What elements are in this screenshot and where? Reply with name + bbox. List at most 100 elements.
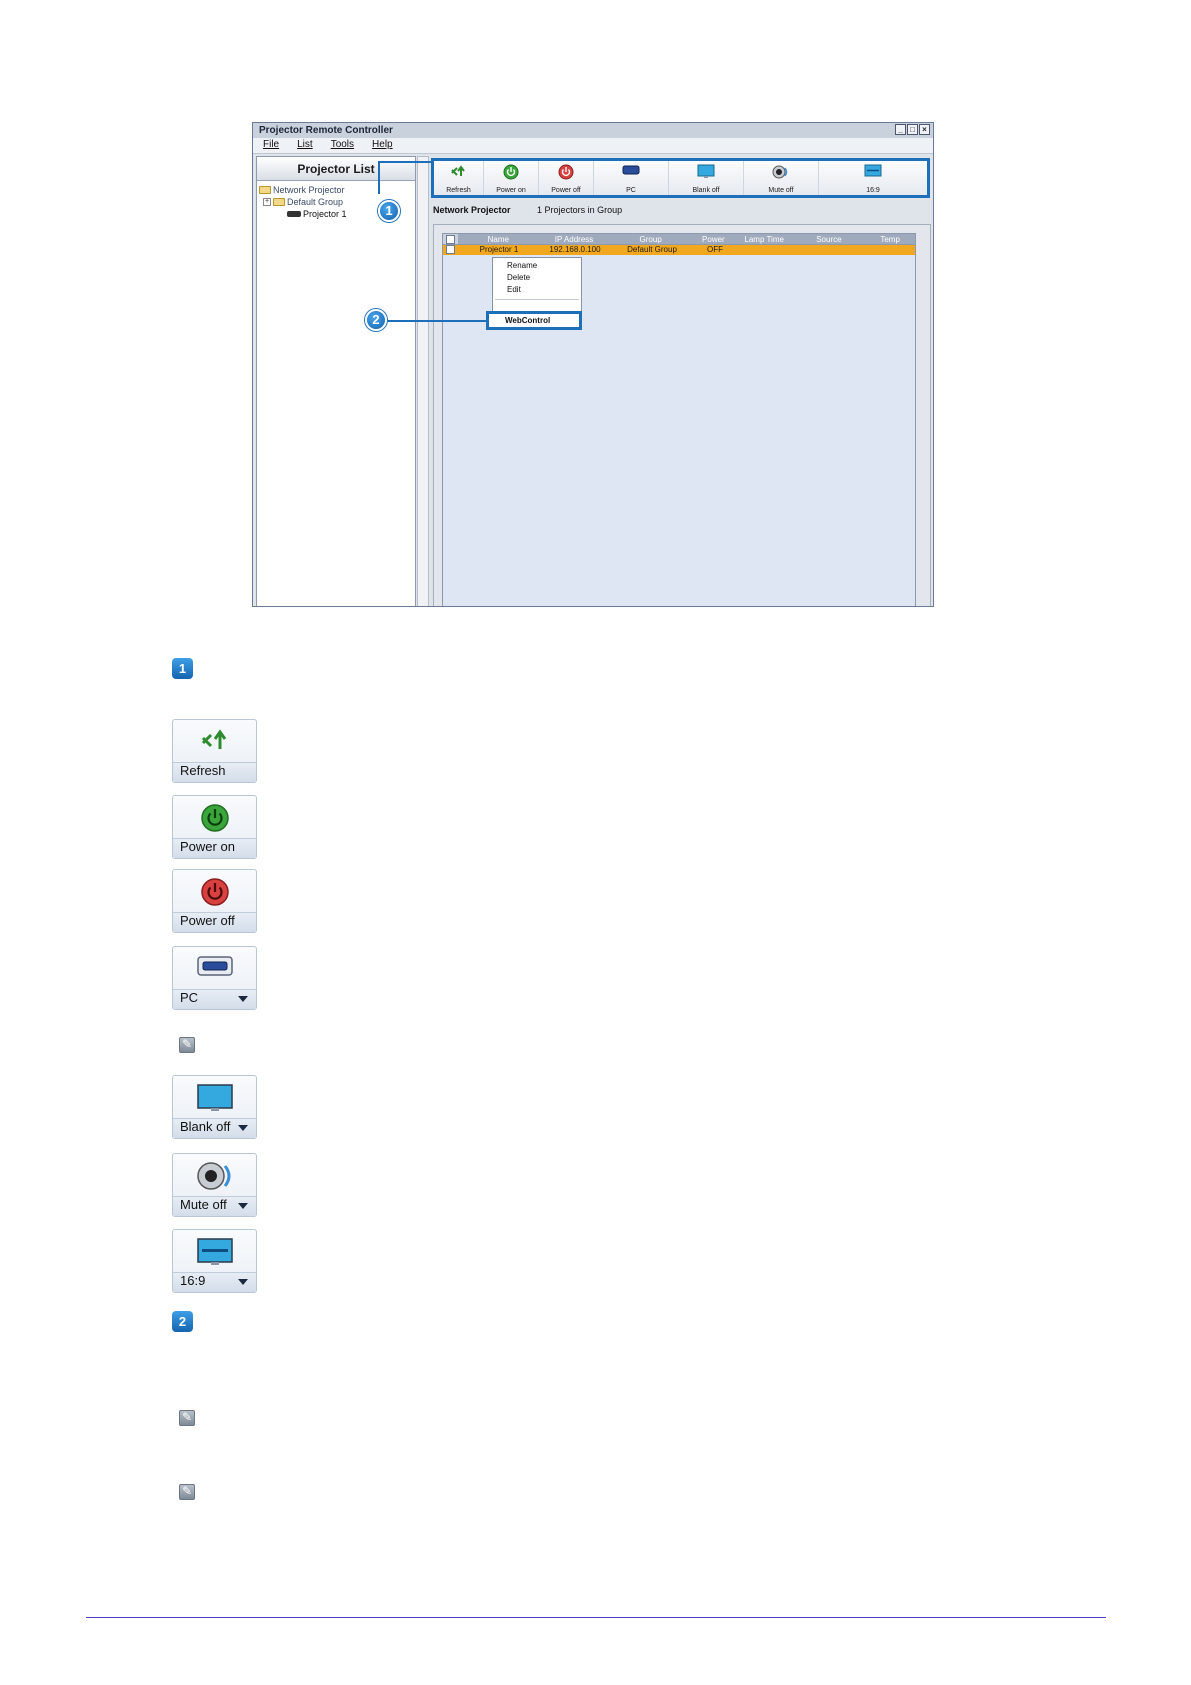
table-row[interactable]: Projector 1 192.168.0.100 Default Group … [443,245,915,255]
legend-mute-label: Mute off [173,1196,256,1216]
speaker-icon [196,1162,230,1190]
power-on-icon [200,804,229,832]
callout-leader [378,161,380,194]
legend-power-on-button: Power on [172,795,257,859]
legend-source-label: PC [173,989,256,1009]
title-bar: Projector Remote Controller _ □ × [253,123,933,138]
menu-item-delete[interactable]: Delete [507,273,531,282]
row-power: OFF [707,245,723,254]
tree-node-default-group[interactable]: + Default Group [259,196,413,208]
menu-file[interactable]: File [263,139,280,150]
blank-label: Blank off [692,187,720,194]
column-header[interactable]: Lamp Time [735,234,794,244]
refresh-button[interactable]: Refresh [434,161,484,195]
projector-tree: Network Projector + Default Group Projec… [257,181,415,223]
table-header: Name IP Address Group Power Lamp Time So… [443,234,916,245]
refresh-label: Refresh [446,187,471,194]
status-count: 1 Projectors in Group [537,205,623,215]
close-button[interactable]: × [919,124,930,135]
note-icon [179,1037,195,1053]
power-off-icon [200,878,229,906]
column-header[interactable]: Name [459,234,539,244]
screen-icon [196,1084,233,1111]
callout-leader [378,161,433,163]
menu-tools[interactable]: Tools [330,139,355,150]
row-group: Default Group [627,245,677,254]
context-menu: Rename Delete Edit [492,257,582,315]
window-controls: _ □ × [895,124,930,135]
sidebar-scrollbar[interactable] [417,156,429,606]
aspect-label: 16:9 [866,187,880,194]
chevron-down-icon [238,1279,248,1285]
blank-button[interactable]: Blank off [669,161,744,195]
row-name: Projector 1 [479,245,519,254]
status-line: Network Projector 1 Projectors in Group [433,205,622,215]
aspect-ratio-icon [864,164,882,177]
select-all-checkbox[interactable] [443,234,459,244]
legend-blank-label: Blank off [173,1118,256,1138]
menu-bar: File List Tools Help [253,138,933,154]
tree-label: Default Group [287,197,344,207]
window-title: Projector Remote Controller [259,125,393,136]
tree-node-network-projector[interactable]: Network Projector [259,184,413,196]
folder-icon [273,198,285,206]
mute-label: Mute off [768,187,794,194]
menu-help[interactable]: Help [372,139,393,150]
legend-mute-button: Mute off [172,1153,257,1217]
section-one-badge: 1 [172,658,193,679]
tree-label: Network Projector [273,185,345,195]
power-on-button[interactable]: Power on [484,161,539,195]
maximize-button[interactable]: □ [907,124,918,135]
legend-source-pc-button: PC [172,946,257,1010]
aspect-ratio-button[interactable]: 16:9 [819,161,927,195]
projector-list-panel: Projector List Network Projector + Defau… [256,156,416,606]
legend-refresh-label: Refresh [173,762,256,782]
menu-item-edit[interactable]: Edit [507,285,521,294]
legend-aspect-ratio-button: 16:9 [172,1229,257,1293]
callout-two: 2 [365,309,387,331]
toolbar: Refresh Power on Power off PC [431,158,930,198]
chevron-down-icon [238,1125,248,1131]
row-ip: 192.168.0.100 [549,245,601,254]
status-location: Network Projector [433,205,511,215]
refresh-icon [450,165,465,176]
expand-icon[interactable]: + [263,198,271,206]
source-pc-button[interactable]: PC [594,161,669,195]
legend-power-off-label: Power off [173,912,256,932]
legend-power-off-button: Power off [172,869,257,933]
screen-icon [697,164,715,178]
chevron-down-icon [238,1203,248,1209]
column-header[interactable]: Temp [865,234,916,244]
legend-refresh-button: Refresh [172,719,257,783]
menu-item-rename[interactable]: Rename [507,261,538,270]
aspect-ratio-icon [196,1238,233,1265]
column-header[interactable]: Power [691,234,736,244]
projector-icon [287,211,301,217]
callout-one: 1 [378,200,400,222]
column-header[interactable]: IP Address [538,234,611,244]
tree-node-projector-1[interactable]: Projector 1 [259,208,413,220]
callout-leader [385,320,487,322]
pc-input-icon [196,956,233,976]
pc-input-icon [622,165,640,175]
refresh-icon [201,729,226,749]
minimize-button[interactable]: _ [895,124,906,135]
row-checkbox[interactable] [443,245,459,255]
power-off-button[interactable]: Power off [539,161,594,195]
legend-aspect-label: 16:9 [173,1272,256,1292]
folder-icon [259,186,271,194]
legend-blank-button: Blank off [172,1075,257,1139]
chevron-down-icon [238,996,248,1002]
projector-remote-controller-window: Projector Remote Controller _ □ × File L… [252,122,934,607]
menu-list[interactable]: List [297,139,313,150]
column-header[interactable]: Source [793,234,866,244]
section-two-badge: 2 [172,1311,193,1332]
tree-label: Projector 1 [303,209,347,219]
note-icon [179,1410,195,1426]
power-on-label: Power on [496,187,526,194]
column-header[interactable]: Group [610,234,692,244]
footer-divider [86,1617,1106,1618]
speaker-icon [772,165,788,179]
mute-button[interactable]: Mute off [744,161,819,195]
menu-item-webcontrol[interactable]: WebControl [486,311,582,330]
